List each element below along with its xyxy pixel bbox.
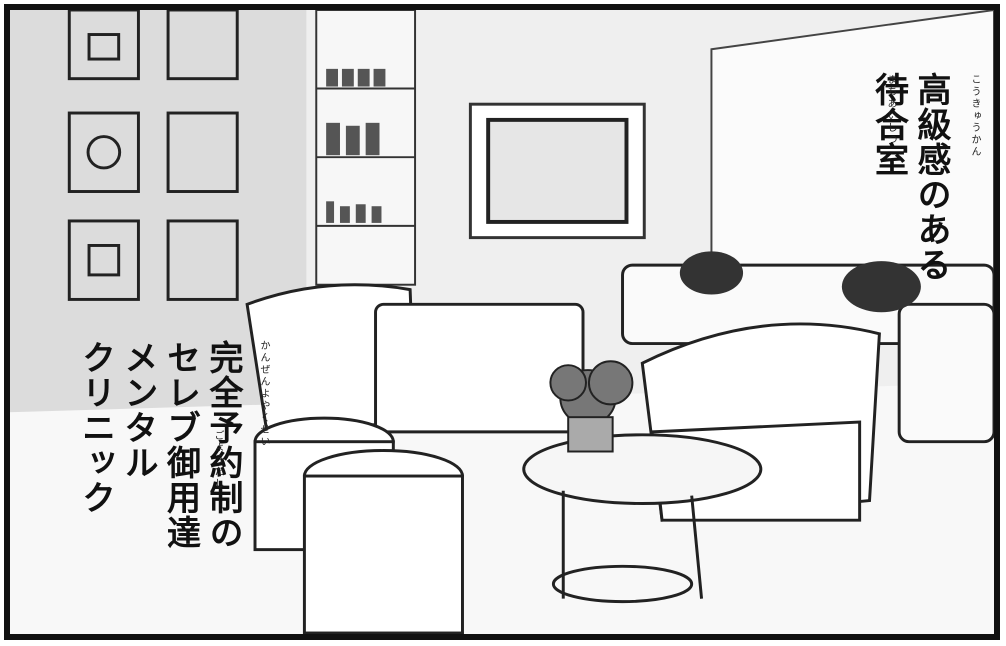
caption-luxury-waiting-room: 高級感のある 待合室 (867, 72, 952, 302)
wall-art-grid (67, 10, 239, 301)
stools (253, 416, 464, 634)
caption-line: 完全予約制の (203, 340, 243, 550)
armchair-left (245, 283, 585, 434)
caption-line: 待合室 (868, 72, 909, 177)
furigana: こうきゅうかん (969, 74, 980, 158)
caption-celebrity-clinic: 完全予約制の セレブ御用達 メンタル クリニック (74, 340, 244, 634)
caption-line: セレブ御用達 (160, 340, 201, 550)
manga-panel: 高級感のある 待合室 こうきゅうかん まちあいしつ 完全予約制の セレブ御用達 … (4, 4, 1000, 640)
furigana: かんぜんよやくせい (258, 340, 269, 448)
furigana: ごようたし (212, 430, 223, 490)
caption-line: メンタル (118, 340, 158, 480)
caption-line: クリニック (75, 340, 116, 515)
cushions (679, 251, 921, 313)
caption-line: 高級感のある (911, 72, 951, 282)
furigana: まちあいしつ (885, 74, 896, 146)
window-light (710, 10, 994, 306)
plant (549, 360, 634, 453)
shelf-items (326, 68, 386, 223)
waiting-room-illustration (10, 10, 994, 634)
wall-monitor-screen (486, 117, 629, 224)
